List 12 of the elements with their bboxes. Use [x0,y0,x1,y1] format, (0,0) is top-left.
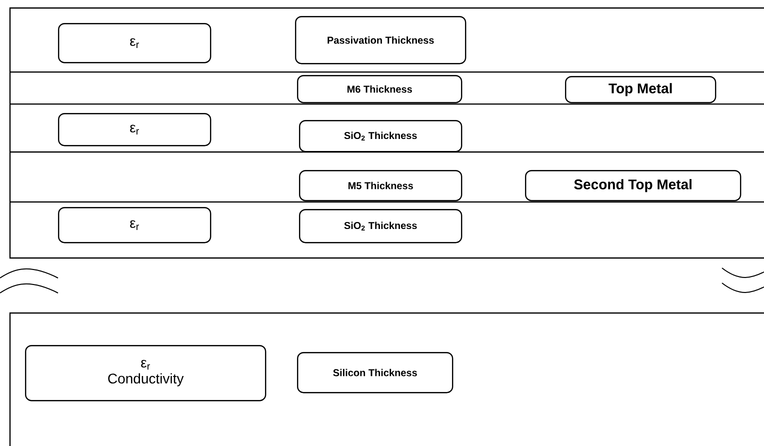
permittivity-box: ε$_{r}$ [58,113,212,146]
thickness-box: SiO$_{2}$ Thickness [299,120,462,152]
permittivity-box: ε$_{r}$ Conductivity [25,344,266,402]
permittivity-box: ε$_{r}$ [58,23,212,64]
thickness-box: M5 Thickness [299,170,462,202]
metal-box: Second Top Metal [525,170,742,202]
thickness-box: M6 Thickness [297,75,462,104]
thickness-box: Passivation Thickness [295,16,466,64]
metal-box: Top Metal [565,76,716,104]
permittivity-box: ε$_{r}$ [58,207,212,244]
thickness-box: SiO$_{2}$ Thickness [299,209,462,244]
thickness-box: Silicon Thickness [297,352,454,394]
